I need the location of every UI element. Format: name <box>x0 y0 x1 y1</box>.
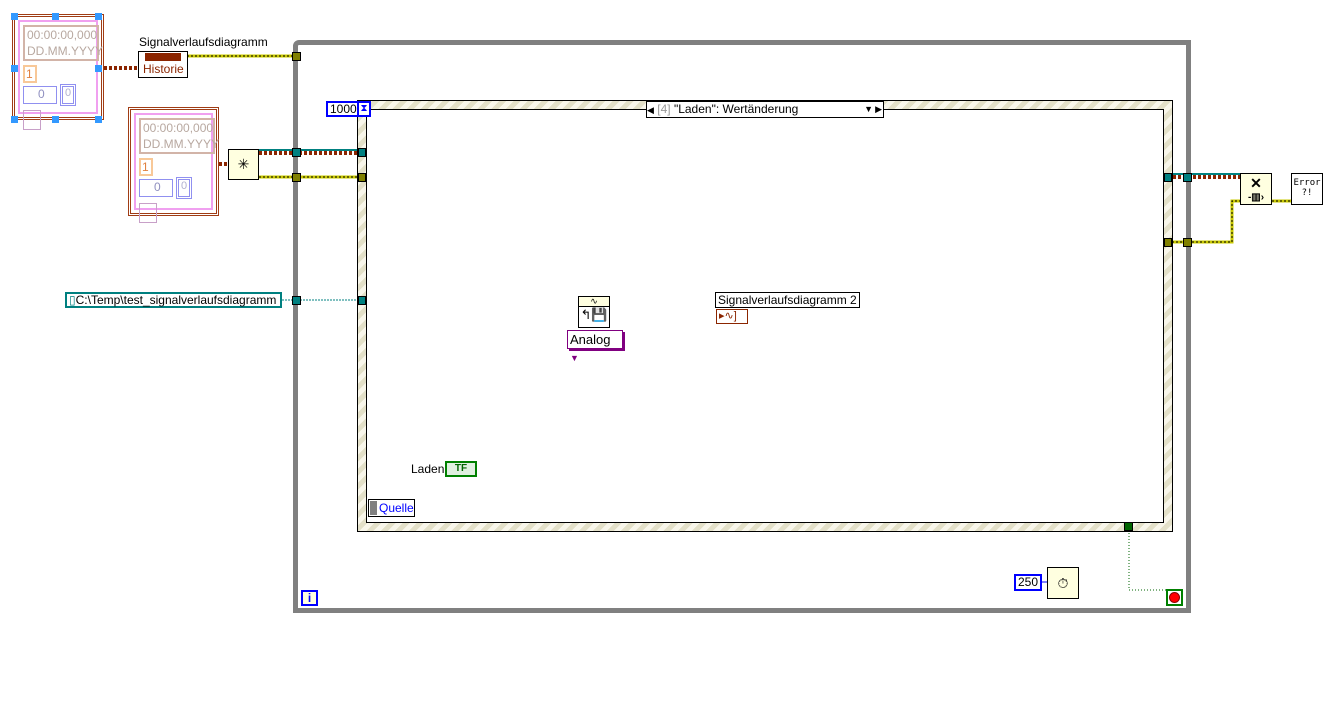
while-loop[interactable] <box>293 40 1191 613</box>
queue-tunnel <box>358 148 366 157</box>
empty-element <box>23 110 41 130</box>
property-historie[interactable]: Historie <box>143 62 184 76</box>
event-case-frame <box>366 109 1164 523</box>
error-tunnel <box>1183 238 1192 247</box>
queue-tunnel <box>1183 173 1192 182</box>
waveform-chart-terminal[interactable]: ▸∿] <box>716 309 748 324</box>
wait-ms-constant[interactable]: 250 <box>1014 574 1043 591</box>
path-constant[interactable]: ▯C:\Temp\test_signalverlaufsdiagramm <box>65 292 282 308</box>
error-tunnel <box>1164 238 1172 247</box>
laden-label: Laden <box>411 462 445 476</box>
path-tunnel <box>292 296 301 305</box>
array-element[interactable]: 0 <box>60 84 76 106</box>
stop-icon <box>1169 592 1180 603</box>
event-case-selector[interactable]: ◀ [4] "Laden": Wertänderung ▼▶ <box>646 101 884 118</box>
property-node[interactable]: Historie <box>138 51 188 78</box>
metronome-wait-icon[interactable]: ⏱ <box>1047 567 1079 599</box>
queue-tunnel <box>292 148 301 157</box>
iteration-terminal: i <box>301 590 318 606</box>
path-tunnel <box>358 296 366 305</box>
numeric-constant[interactable]: 1 <box>23 65 37 83</box>
hourglass-icon: ⧗ <box>357 101 371 117</box>
boolean-tunnel <box>1124 522 1133 531</box>
array-index[interactable]: 0 <box>139 179 173 197</box>
array-index[interactable]: 0 <box>23 86 57 104</box>
timeout-constant[interactable]: 1000 <box>326 101 361 117</box>
obtain-queue-icon[interactable]: ✳ <box>228 149 259 180</box>
stop-terminal[interactable] <box>1166 589 1183 606</box>
event-data-node[interactable]: Quelle <box>368 499 415 517</box>
property-node-label: Signalverlaufsdiagramm <box>139 35 268 49</box>
dropdown-icon[interactable]: ▼ <box>864 104 873 114</box>
empty-element <box>139 203 157 223</box>
numeric-constant[interactable]: 1 <box>139 158 153 176</box>
read-waveform-vi[interactable]: ∿ ↰💾 <box>578 296 610 328</box>
error-tunnel <box>292 52 301 61</box>
array-element[interactable]: 0 <box>176 177 192 199</box>
analog-ring[interactable]: Analog ▼ <box>567 330 623 363</box>
error-tunnel <box>292 173 301 182</box>
error-tunnel <box>358 173 366 182</box>
indicator-label: Signalverlaufsdiagramm 2 <box>715 292 860 308</box>
error-handler-icon[interactable]: Error ?! <box>1291 173 1323 205</box>
next-case-icon[interactable]: ▶ <box>875 104 882 114</box>
queue-tunnel <box>1164 173 1172 182</box>
laden-boolean-terminal[interactable]: TF <box>445 461 477 477</box>
release-queue-icon[interactable]: ✕-▥› <box>1240 173 1272 205</box>
